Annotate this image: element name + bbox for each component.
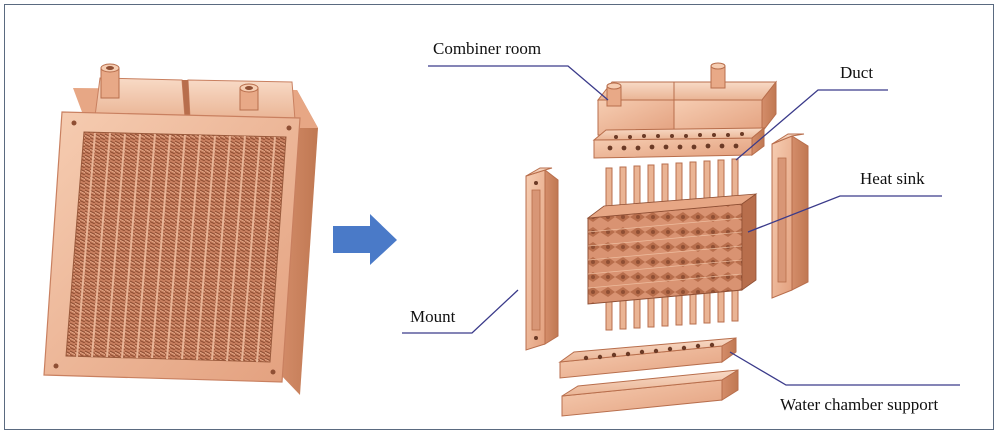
label-duct: Duct	[840, 63, 873, 82]
port-right	[239, 83, 259, 111]
label-mount: Mount	[410, 307, 456, 326]
lower-duct-plate	[558, 337, 737, 379]
leader-mount	[402, 289, 519, 334]
leader-duct	[735, 89, 888, 161]
label-heat-sink: Heat sink	[860, 169, 925, 188]
right-arrow-icon	[333, 214, 397, 265]
leader-combiner-room	[428, 65, 609, 101]
mount-right-part	[771, 133, 809, 299]
port-left	[100, 63, 120, 99]
water-chamber-support-part	[561, 369, 739, 417]
combiner-room-part	[596, 62, 778, 136]
label-water-chamber-support: Water chamber support	[780, 395, 938, 414]
assembled-radiator	[43, 63, 318, 395]
label-combiner-room: Combiner room	[433, 39, 541, 58]
leader-water-chamber-support	[729, 351, 960, 386]
upper-duct-plate	[592, 126, 766, 159]
leader-heat-sink	[747, 195, 942, 233]
heat-sink-part	[586, 193, 758, 305]
mount-left-part	[525, 167, 559, 351]
